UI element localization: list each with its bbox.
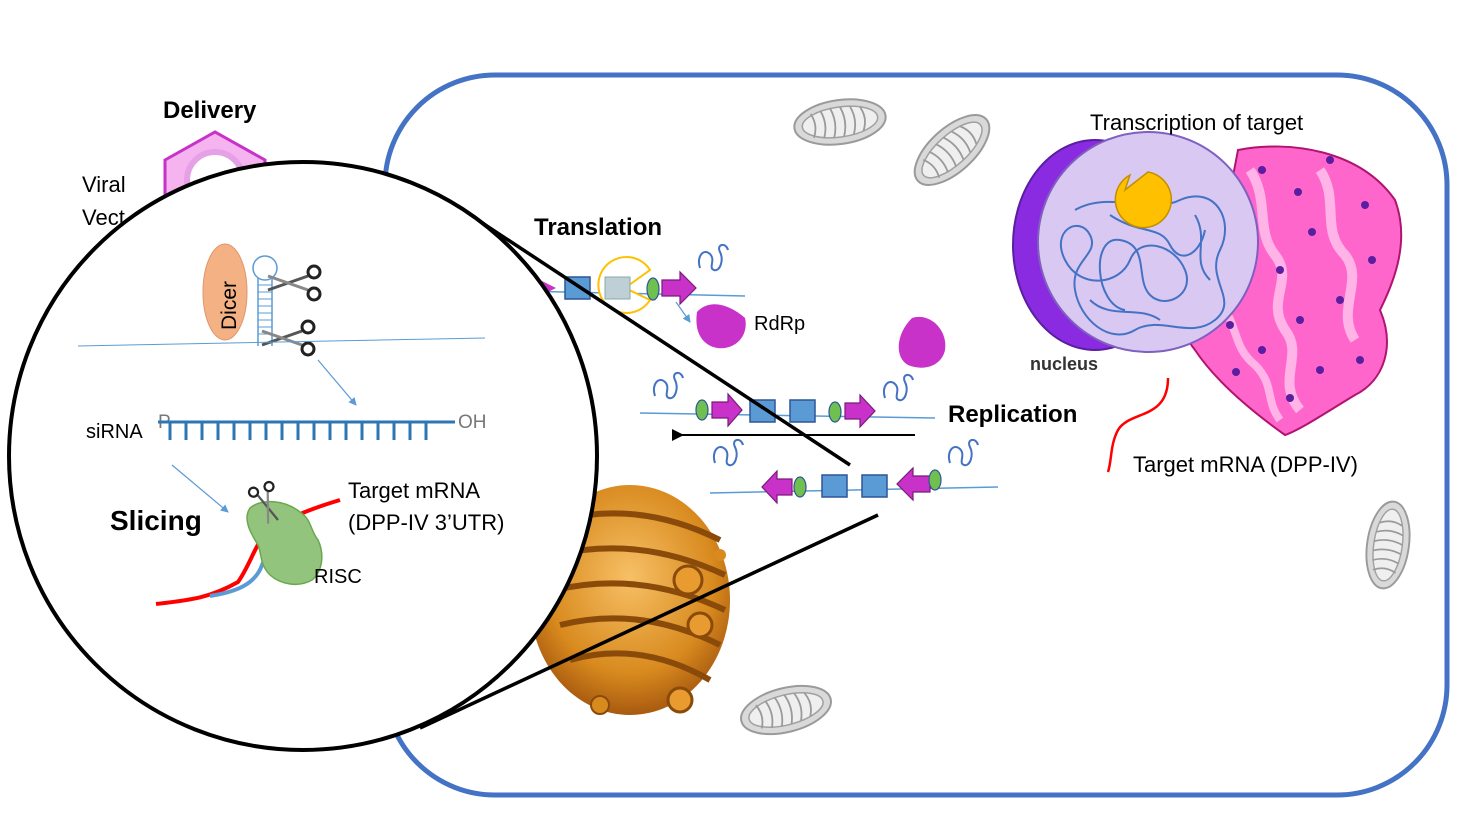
- nucleus-label: nucleus: [1030, 354, 1098, 374]
- rdrp-label: RdRp: [754, 313, 805, 335]
- replication-label: Replication: [948, 401, 1077, 428]
- ribosome-pacman-icon: [1114, 171, 1173, 229]
- slicing-label: Slicing: [110, 505, 202, 536]
- sirna-duplex: [158, 420, 455, 440]
- replication-strand-top: [639, 371, 936, 429]
- mitochondrion-icon: [735, 676, 837, 744]
- zoom-line-top: [454, 203, 851, 467]
- nucleus: nucleus: [1012, 131, 1259, 374]
- delivery-label: Delivery: [163, 97, 257, 124]
- mitochondrion-icon: [1360, 497, 1416, 593]
- transcription-label: Transcription of target: [1090, 110, 1303, 135]
- target-mrna-zoom-label: (DPP-IV 3’UTR): [348, 510, 504, 535]
- zoom-circle: Dicer siRNA P OH Slicing Target mRNA (DP…: [7, 160, 599, 752]
- target-mrna-label: Target mRNA (DPP-IV): [1133, 452, 1358, 477]
- risc-label: RISC: [314, 566, 362, 588]
- sirna-3oh-label: OH: [458, 412, 487, 433]
- sirna-label: siRNA: [86, 421, 143, 443]
- risc-complex: [246, 500, 323, 586]
- rdrp-protein: [898, 316, 946, 368]
- zoom-line-bottom: [419, 513, 879, 730]
- target-mrna-zoom-label: Target mRNA: [348, 478, 480, 503]
- mitochondrion-icon: [790, 92, 890, 152]
- dicer-label: Dicer: [218, 281, 241, 330]
- translation-strand: [519, 243, 746, 349]
- dicer-enzyme: [202, 243, 248, 341]
- rdrp-protein: [696, 304, 746, 349]
- replication-strand-bottom: [709, 438, 999, 505]
- mitochondrion-icon: [902, 101, 1002, 199]
- viral-vector-label: Viral: [82, 172, 126, 197]
- target-mrna-strand: [1106, 377, 1170, 473]
- translation-label: Translation: [534, 214, 662, 241]
